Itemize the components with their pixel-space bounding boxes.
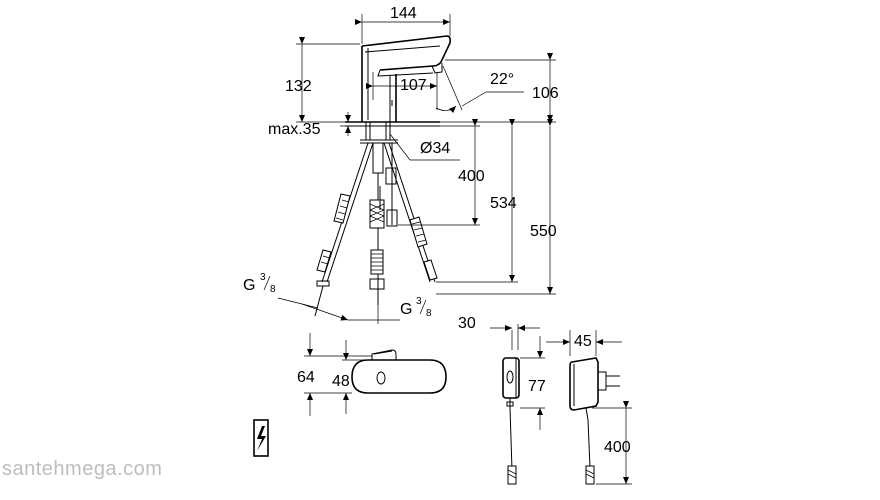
thread-left-num: 3 bbox=[260, 272, 266, 283]
supply-hoses bbox=[314, 142, 438, 317]
thread-right-g: G bbox=[400, 301, 412, 318]
elevation-dimensions bbox=[277, 14, 556, 324]
dim-144: 144 bbox=[390, 5, 417, 22]
dim-64: 64 bbox=[297, 369, 315, 386]
dim-550: 550 bbox=[530, 223, 557, 240]
faucet-elevation bbox=[345, 35, 451, 144]
dim-diameter: Ø34 bbox=[420, 140, 450, 157]
dim-77: 77 bbox=[528, 378, 546, 395]
thread-left-g: G bbox=[243, 277, 255, 294]
dim-45: 45 bbox=[574, 333, 592, 350]
dim-107: 107 bbox=[400, 77, 427, 94]
electric-warning-icon bbox=[253, 419, 269, 457]
dim-30: 30 bbox=[458, 315, 476, 332]
elevation-dimension-labels: 144 132 107 22° 106 max.35 Ø34 400 534 5… bbox=[243, 5, 559, 319]
watermark: santehmega.com bbox=[2, 458, 163, 480]
dim-132: 132 bbox=[285, 78, 312, 95]
control-box: 30 77 bbox=[458, 315, 546, 485]
dim-534: 534 bbox=[490, 195, 517, 212]
dim-106: 106 bbox=[532, 85, 559, 102]
dim-400-cable: 400 bbox=[604, 439, 631, 456]
thread-right-den: 8 bbox=[426, 308, 432, 319]
thread-right-num: 3 bbox=[416, 296, 422, 307]
thread-left-den: 8 bbox=[270, 284, 276, 295]
dim-max35: max.35 bbox=[268, 121, 321, 138]
faucet-plan-view: 64 48 bbox=[297, 333, 447, 416]
dim-angle: 22° bbox=[490, 71, 514, 88]
dim-400-hose: 400 bbox=[458, 168, 485, 185]
power-adapter: 45 400 bbox=[546, 330, 632, 485]
dim-48: 48 bbox=[332, 373, 350, 390]
